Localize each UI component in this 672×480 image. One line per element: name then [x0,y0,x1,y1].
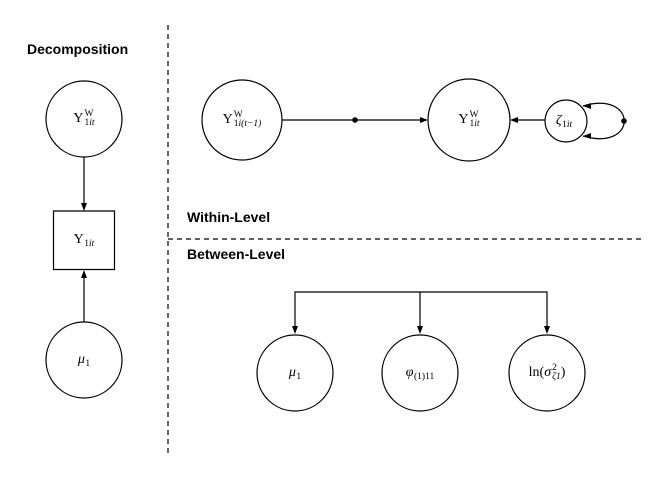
label-base: φ [405,365,414,380]
residual-node-zeta-circle [545,100,587,142]
arrowhead-left-into-ywithin [510,117,518,123]
loop-arrowhead-bottom [583,133,591,139]
within-level-section [202,79,627,161]
label-superscript: W [233,110,243,120]
arrowhead-down-into-phi [417,326,423,334]
arrowhead-down-into-mu [292,326,298,334]
arrowhead-down-into-square [81,203,87,211]
label-superscript: W [469,110,479,120]
latent-node-mu-between-circle [257,335,333,411]
decomposition-header: Decomposition [27,41,129,57]
zeta-variance-self-loop [583,103,624,138]
between-connector-line [295,292,547,327]
loop-arrowhead-top [583,103,591,109]
latent-node-mu-decomp-circle [46,322,122,398]
arrowhead-down-into-lnsigma [544,326,550,334]
label-base: ζ [555,113,562,128]
label-base: σ [544,365,552,380]
label-superscript: 2 [552,363,557,373]
between-level-section [257,292,585,411]
arrowhead-up-into-square [81,270,87,278]
random-slope-dot [352,117,358,123]
arrowhead-right-into-ywithin [420,117,428,123]
label-base: μ [77,352,85,367]
label-base: Y [222,112,233,127]
label-base: Y [458,112,469,127]
random-variance-dot [621,118,627,124]
label-base: Y [73,232,84,247]
within-level-header: Within-Level [187,209,271,225]
latent-node-lnsigma-circle [509,335,585,411]
label-phi-between: φ(1)11 [405,365,435,382]
label-superscript: W [84,109,94,119]
observed-node-y-square [54,211,115,270]
between-level-header: Between-Level [187,246,286,262]
label-base: Y [73,111,84,126]
decomposition-section [46,81,122,398]
latent-node-phi-circle [382,335,458,411]
label-base: μ [288,365,296,380]
